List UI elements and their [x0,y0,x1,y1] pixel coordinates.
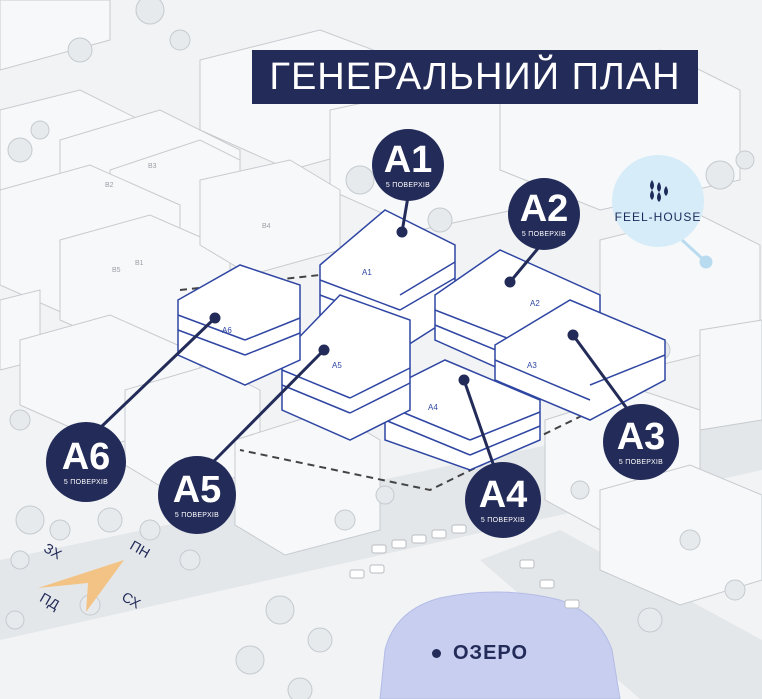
logo-leader [680,238,713,269]
badge-a2-code: A2 [519,188,569,230]
badge-a1[interactable]: A1 5 ПОВЕРХІВ [372,129,444,201]
building-a3 [494,299,666,421]
badge-a1-floors: 5 ПОВЕРХІВ [385,182,431,189]
badge-a5-code: A5 [172,469,222,511]
roof-label-a6: A6 [222,326,232,335]
block-label-b1: B1 [135,260,144,267]
roof-label-a2: A2 [530,299,540,308]
trees [5,0,755,699]
roof-label-a5: A5 [332,361,342,370]
lake-marker [432,649,441,658]
badge-a3-code: A3 [616,416,666,458]
lake [379,591,621,699]
badge-a5-floors: 5 ПОВЕРХІВ [174,512,220,519]
badge-a4[interactable]: A4 5 ПОВЕРХІВ [465,462,541,538]
roof-label-a1: A1 [362,268,372,277]
badge-a3-floors: 5 ПОВЕРХІВ [618,459,664,466]
block-label-b2: B2 [105,182,114,189]
context-labels: B1 B2 B3 B4 B5 [105,163,271,274]
roof-labels: A1 A2 A3 A4 A5 A6 [222,268,540,412]
badge-a6-code: A6 [61,436,111,478]
block-label-b3: B3 [148,163,157,170]
badge-a4-floors: 5 ПОВЕРХІВ [480,517,526,524]
badge-a1-code: A1 [383,139,433,181]
badge-a3[interactable]: A3 5 ПОВЕРХІВ [603,404,679,480]
badge-a5[interactable]: A5 5 ПОВЕРХІВ [158,456,236,534]
page-title: ГЕНЕРАЛЬНИЙ ПЛАН [252,50,698,104]
badge-a6[interactable]: A6 5 ПОВЕРХІВ [46,422,126,502]
badge-a2[interactable]: A2 5 ПОВЕРХІВ [508,178,580,250]
building-a5 [281,294,411,441]
parking [349,524,580,609]
roof-label-a3: A3 [527,361,537,370]
brand-logo: FEEL-HOUSE [612,155,704,247]
block-label-b5: B5 [112,267,121,274]
badge-a4-code: A4 [478,474,528,516]
compass-arrow [38,560,124,612]
water-drops-icon [650,180,668,202]
badge-a2-floors: 5 ПОВЕРХІВ [521,231,567,238]
project-buildings [177,209,666,471]
block-label-b4: B4 [262,223,271,230]
roof-label-a4: A4 [428,403,438,412]
badge-a6-floors: 5 ПОВЕРХІВ [63,479,109,486]
brand-name: FEEL-HOUSE [614,210,702,224]
lake-name: ОЗЕРО [453,642,529,664]
lake-label: ОЗЕРО [432,642,528,665]
